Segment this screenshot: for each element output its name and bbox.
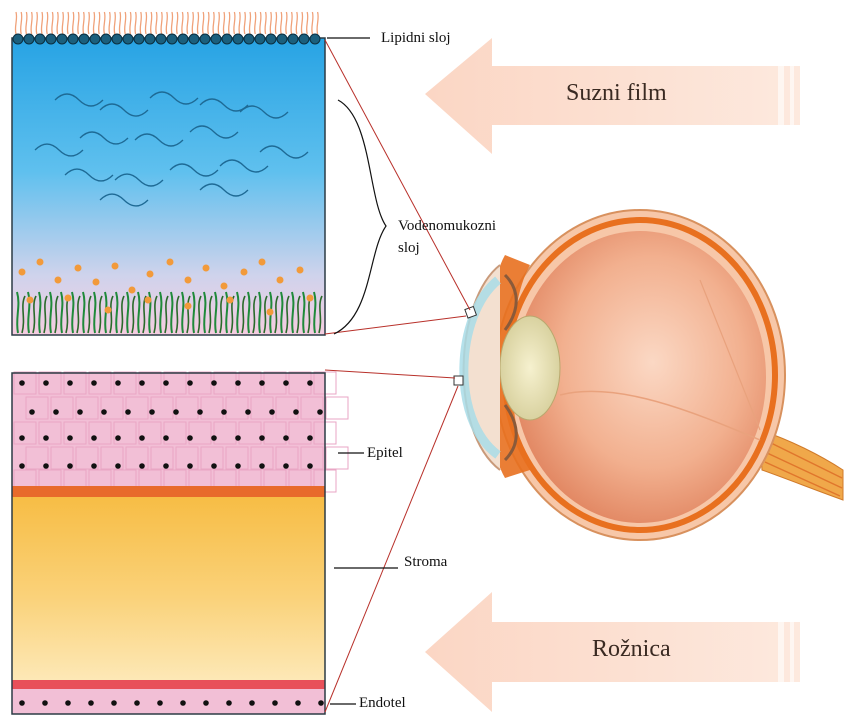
label-stroma: Stroma [404,553,447,571]
lipid-hairs [15,12,318,34]
tear-film-block [12,12,325,335]
eye-cross-section [454,210,843,540]
label-aqueous-layer: Vodenomukozni sloj [398,217,496,257]
label-aqueous-line1: Vodenomukozni [398,217,496,235]
epithelium-layer [12,373,325,488]
cornea-block [12,372,348,714]
connector-lines [325,40,470,712]
stroma-layer [12,497,325,680]
label-lipid-layer: Lipidni sloj [381,29,451,47]
aqueous-layer [12,38,325,335]
label-endothelium: Endotel [359,694,406,712]
arrow-label-cornea: Rožnica [592,636,671,663]
bowman-layer [12,486,325,497]
descemet-layer [12,680,325,689]
arrow-label-tear-film: Suzni film [566,80,667,107]
label-epithelium: Epitel [367,444,403,462]
endothelium-layer [12,689,325,714]
label-aqueous-line2: sloj [398,239,496,257]
